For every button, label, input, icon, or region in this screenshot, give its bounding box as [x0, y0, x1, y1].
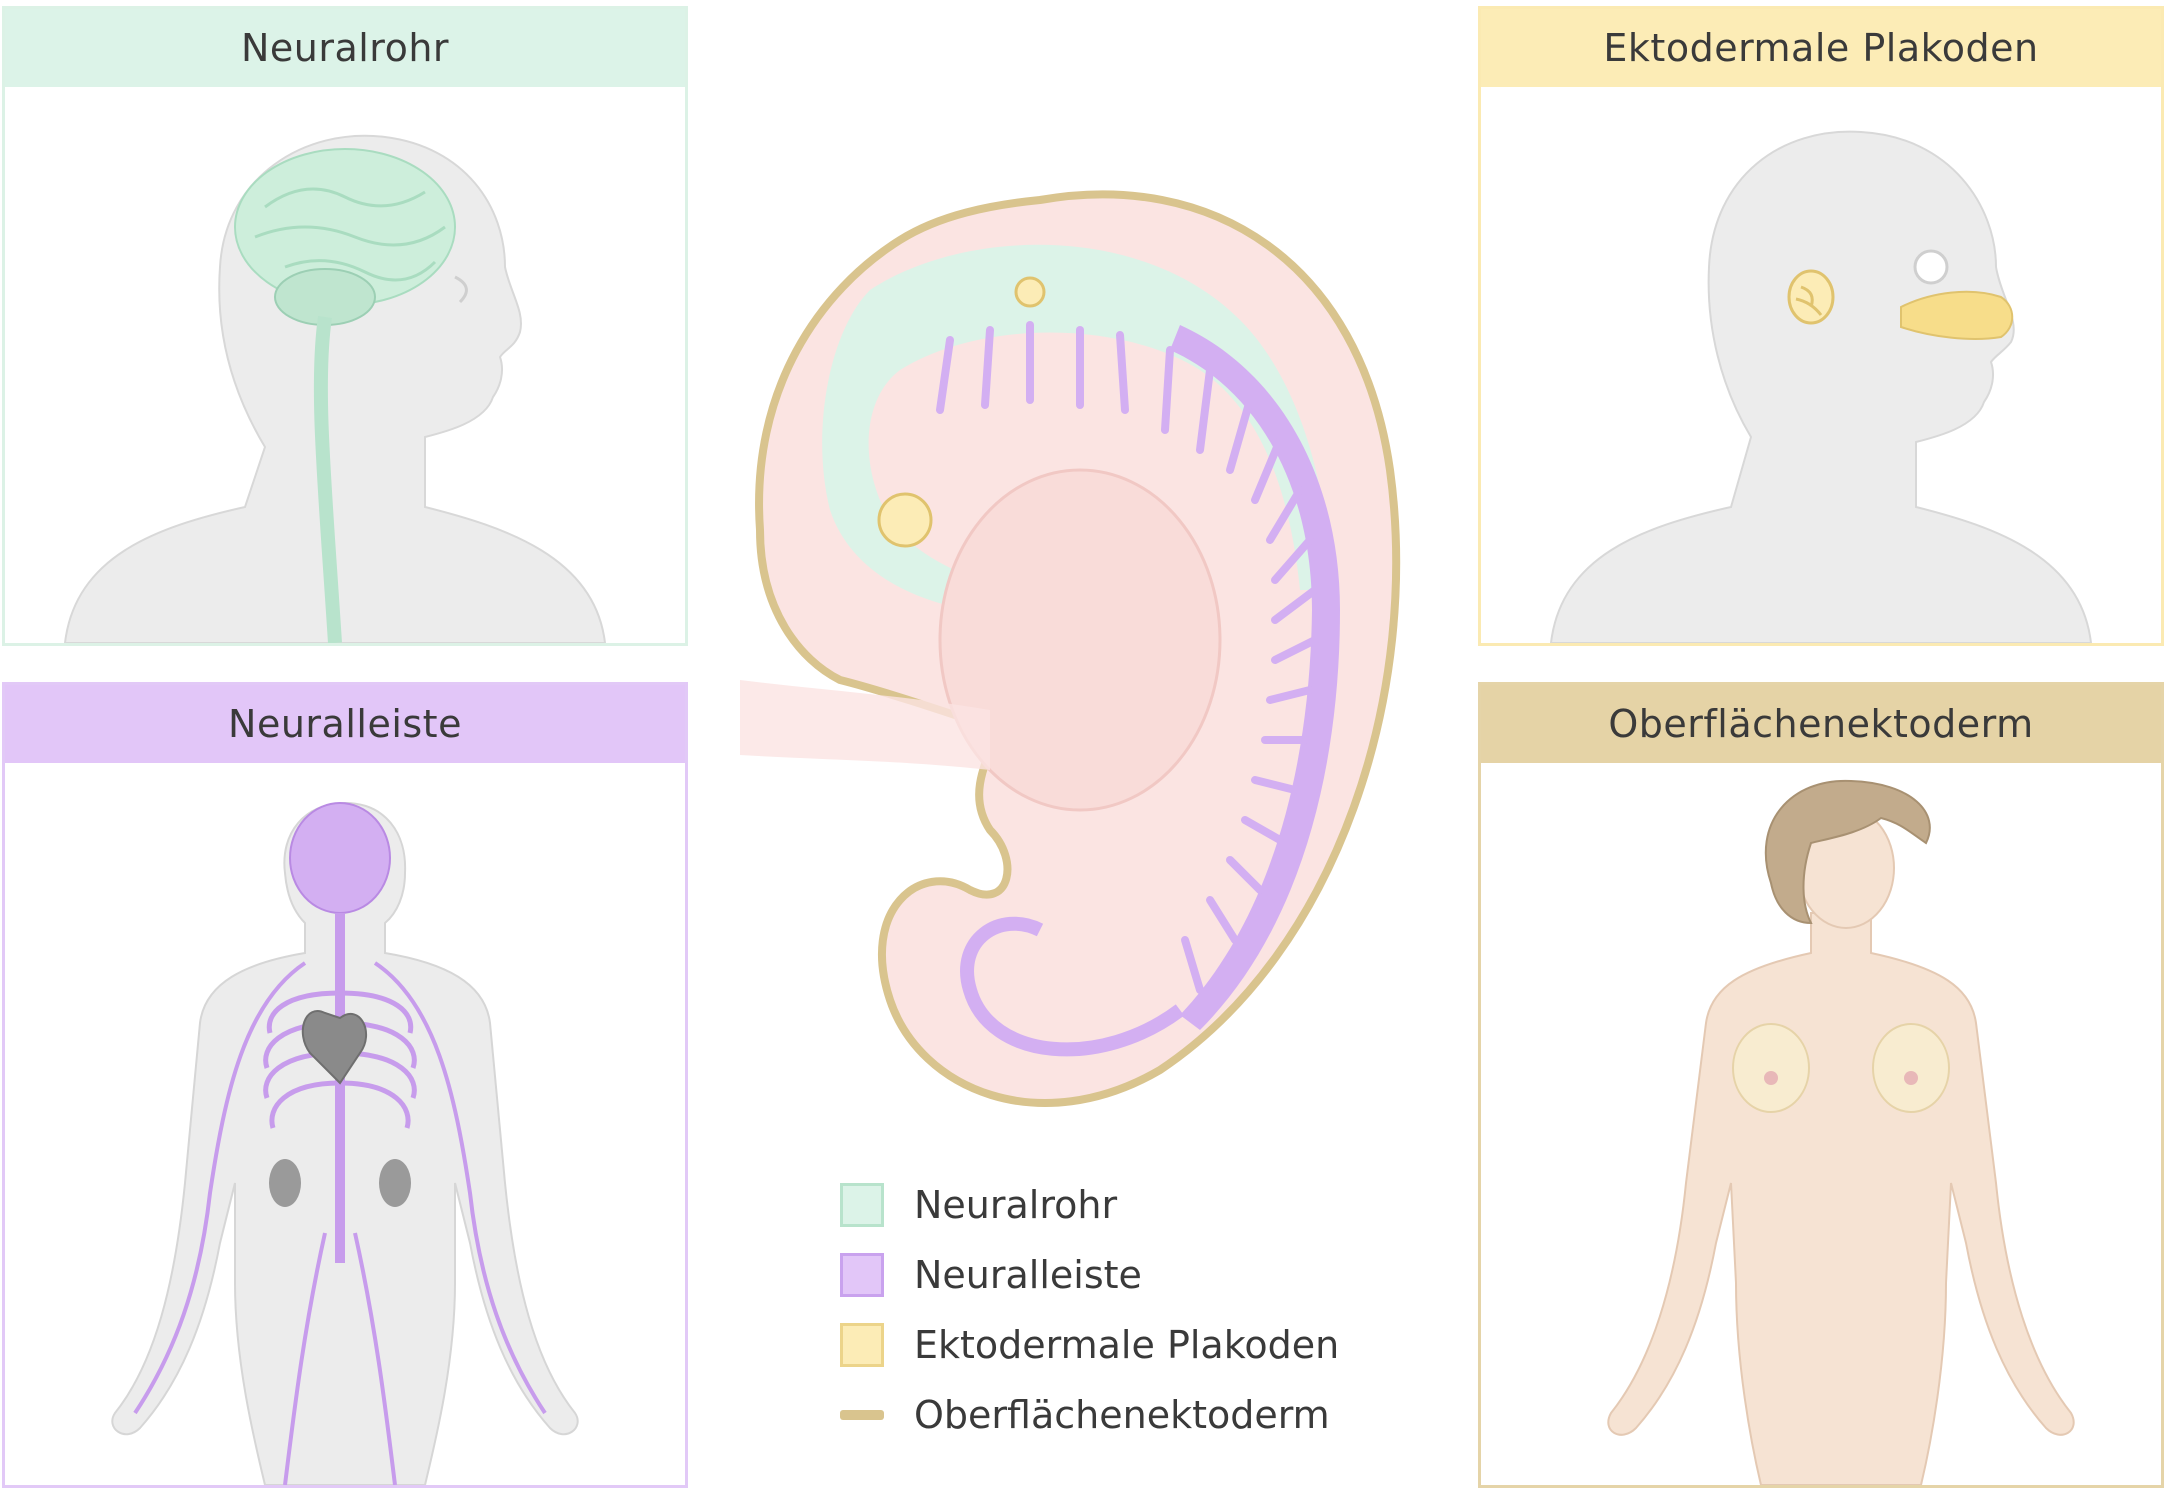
panel-title: Oberflächenektoderm: [1481, 685, 2161, 763]
ear-placode: [1787, 269, 1835, 325]
legend-label: Ektodermale Plakoden: [914, 1323, 1340, 1367]
legend-label: Neuralleiste: [914, 1253, 1142, 1297]
umbilical-stalk: [740, 680, 990, 770]
eye: [1913, 249, 1949, 285]
neural-tube-region: [822, 244, 1330, 610]
panel-ektodermale-plakoden: Ektodermale Plakoden: [1478, 6, 2164, 646]
embryo-illustration: [740, 190, 1401, 1107]
kidney-right: [379, 1159, 411, 1207]
panel-title: Ektodermale Plakoden: [1481, 9, 2161, 87]
breast-left: [1732, 1023, 1810, 1113]
legend-item-neuralrohr: Neuralrohr: [840, 1170, 1339, 1240]
spinal-cord: [313, 316, 342, 643]
hair: [1764, 779, 1931, 925]
nerves: [133, 961, 547, 1485]
panel-title: Neuralrohr: [5, 9, 685, 87]
skull: [289, 802, 391, 914]
otic-placode: [1014, 276, 1046, 308]
legend-item-neuralleiste: Neuralleiste: [840, 1240, 1339, 1310]
legend: Neuralrohr Neuralleiste Ektodermale Plak…: [840, 1170, 1339, 1450]
heart-bulge: [938, 468, 1222, 812]
head-brain-illustration: [63, 134, 607, 643]
body-skin: [1607, 912, 2075, 1485]
nervous-system-illustration: [111, 801, 579, 1485]
nasal-placode: [1900, 290, 2014, 340]
heart: [301, 1010, 368, 1085]
legend-swatch-line: [840, 1410, 884, 1420]
panel-neuralleiste: Neuralleiste: [2, 682, 688, 1488]
head-silhouette: [63, 134, 607, 643]
head-silhouette: [1549, 130, 2093, 643]
legend-label: Neuralrohr: [914, 1183, 1118, 1227]
legend-label: Oberflächenektoderm: [914, 1393, 1330, 1437]
breast-right: [1872, 1023, 1950, 1113]
legend-item-oberflaechenektoderm: Oberflächenektoderm: [840, 1380, 1339, 1450]
neural-crest-spines: [936, 321, 1319, 994]
head-placodes-illustration: [1549, 130, 2093, 643]
cerebellum: [274, 268, 376, 326]
legend-swatch: [840, 1253, 884, 1297]
tail-curve: [960, 916, 1185, 1057]
legend-swatch: [840, 1183, 884, 1227]
panel-neuralrohr: Neuralrohr: [2, 6, 688, 646]
legend-item-ektodermale-plakoden: Ektodermale Plakoden: [840, 1310, 1339, 1380]
kidney-left: [269, 1159, 301, 1207]
female-body-illustration: [1607, 779, 2075, 1485]
panel-oberflaechenektoderm: Oberflächenektoderm: [1478, 682, 2164, 1488]
legend-swatch: [840, 1323, 884, 1367]
lens-placode: [877, 492, 933, 548]
panel-title: Neuralleiste: [5, 685, 685, 763]
